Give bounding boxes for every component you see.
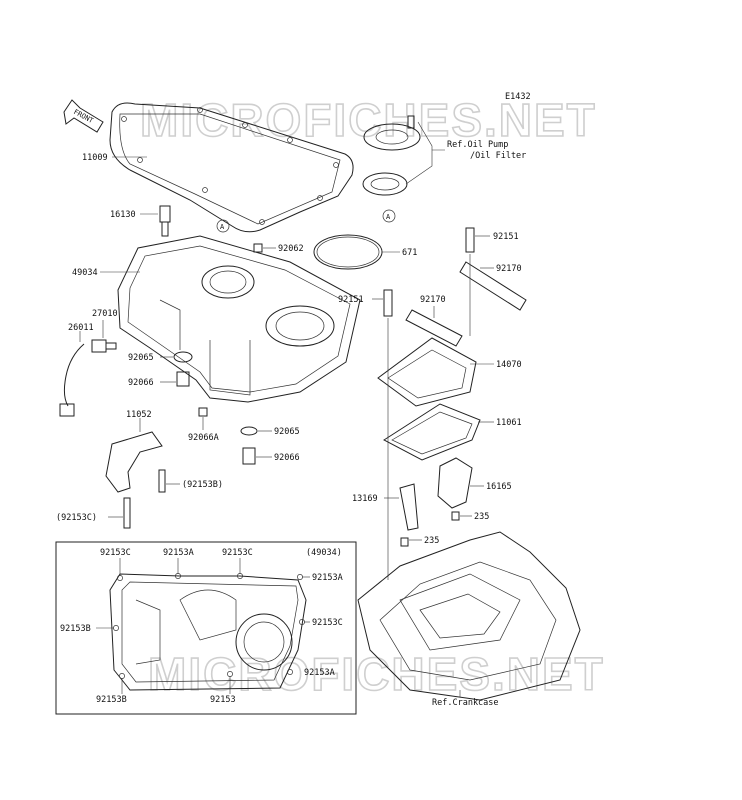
label-16130: 16130	[110, 210, 136, 220]
bolt-92151-b	[383, 289, 393, 317]
label-235-a: 235	[474, 512, 489, 522]
label-92151-a: 92151	[493, 232, 519, 242]
stay-92170-a	[459, 261, 527, 311]
label-92153B-paren: (92153B)	[182, 480, 223, 490]
label-92151-b: 92151	[338, 295, 364, 305]
label-92065-a: 92065	[128, 353, 154, 363]
harness-26011	[59, 343, 85, 417]
label-92066-b: 92066	[274, 453, 300, 463]
label-14070: 14070	[496, 360, 522, 370]
level-gauge-16130	[159, 205, 171, 237]
crankcase-ref	[357, 531, 581, 701]
label-92153C-paren: (92153C)	[56, 513, 97, 523]
o-ring-671	[313, 234, 383, 270]
washer-92065-b	[240, 426, 258, 436]
label-92170-a: 92170	[496, 264, 522, 274]
oil-cooler-14070	[377, 337, 477, 407]
label-16165: 16165	[486, 482, 512, 492]
washer-92065-a	[173, 351, 193, 363]
gasket-11061	[383, 403, 481, 461]
label-92066-a: 92066	[128, 378, 154, 388]
callout-ref-oil-pump: Ref.Oil Pump	[447, 140, 508, 150]
bolt-235-a	[451, 511, 460, 521]
plate-13169	[399, 483, 419, 531]
label-92170-b: 92170	[420, 295, 446, 305]
oil-pump-cover	[363, 115, 421, 151]
label-92066A: 92066A	[188, 433, 219, 443]
stay-92170-b	[405, 309, 463, 347]
oil-filter-screen	[362, 172, 408, 196]
inset-label-b1: 92153B	[96, 695, 127, 705]
front-arrow-icon: FRONT	[63, 99, 104, 133]
label-235-b: 235	[424, 536, 439, 546]
bolt-92153c	[123, 497, 131, 529]
label-11061: 11061	[496, 418, 522, 428]
bolt-92151-a	[465, 227, 475, 253]
gasket-11009	[109, 102, 354, 233]
plug-92066a	[198, 407, 208, 417]
oil-pan-49034	[117, 219, 361, 403]
inset-label-t2: 92153A	[163, 548, 194, 558]
inset-label-l1: 92153B	[60, 624, 91, 634]
marker-a-pan: A	[220, 223, 225, 231]
callout-ref-crankcase: Ref.Crankcase	[432, 698, 499, 708]
plate-16165	[437, 457, 473, 509]
label-11009: 11009	[82, 153, 108, 163]
inset-label-r1: 92153A	[312, 573, 343, 583]
inset-label-r2: 92153C	[312, 618, 343, 628]
inset-label-t3: 92153C	[222, 548, 253, 558]
label-671: 671	[402, 248, 417, 258]
label-92062: 92062	[278, 244, 304, 254]
inset-label-t1: 92153C	[100, 548, 131, 558]
oil-pressure-switch-27010	[91, 339, 117, 353]
inset-label-r3: 92153A	[304, 668, 335, 678]
label-26011: 26011	[68, 323, 94, 333]
bracket-11052	[105, 431, 163, 493]
label-27010: 27010	[92, 309, 118, 319]
watermark-top: MICROFICHES.NET	[140, 94, 597, 146]
label-13169: 13169	[352, 494, 378, 504]
marker-a-right: A	[386, 213, 391, 221]
bolt-92153b	[158, 469, 166, 493]
watermark-bottom: MICROFICHES.NET	[148, 648, 605, 700]
inset-title: (49034)	[306, 548, 342, 558]
diagram-code: E1432	[505, 92, 531, 102]
label-11052: 11052	[126, 410, 152, 420]
inset-label-b2: 92153	[210, 695, 236, 705]
callout-oil-filter: /Oil Filter	[470, 151, 526, 161]
inset-49034: (49034)	[55, 541, 357, 715]
drain-plug-92066-b	[242, 447, 256, 465]
drain-plug-92066-a	[176, 371, 190, 387]
label-92065-b: 92065	[274, 427, 300, 437]
label-49034: 49034	[72, 268, 98, 278]
bolt-235-b	[400, 537, 409, 547]
bolt-92062	[253, 243, 263, 253]
